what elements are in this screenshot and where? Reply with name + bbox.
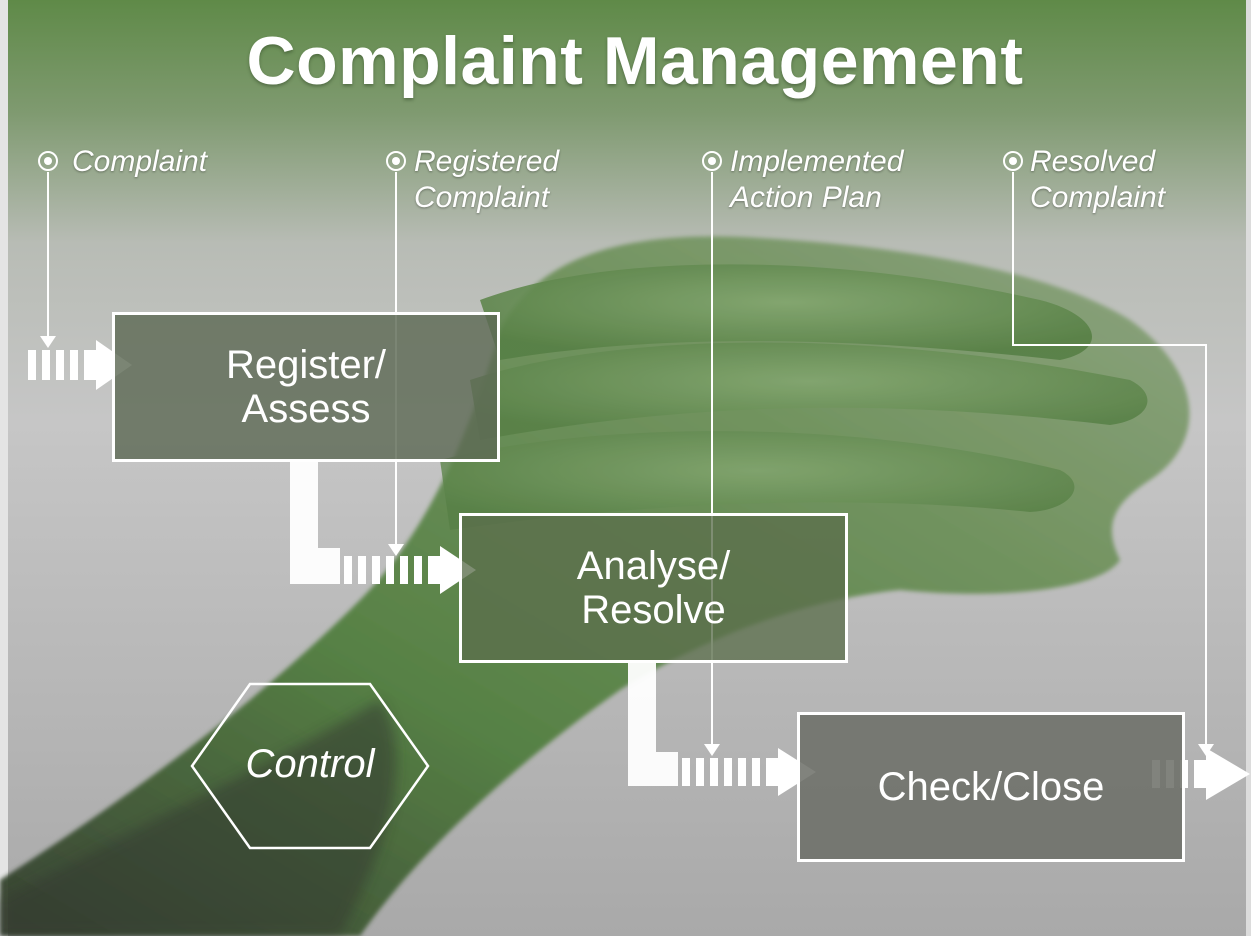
check-box-fill [799, 714, 1183, 860]
input-label-implemented-action-plan: Implemented Action Plan [730, 145, 904, 214]
resolved-complaint-connector-dot [1003, 151, 1023, 171]
step-check-close: Check/Close [797, 712, 1185, 862]
input-label-registered-complaint: Registered Complaint [414, 145, 560, 214]
control-hexagon [190, 682, 430, 850]
step-check-close-label: Check/Close [877, 765, 1105, 809]
implemented-action-plan-connector-dot [702, 151, 722, 171]
complaint-arrowhead [40, 336, 56, 348]
complaint-connector-dot [38, 151, 58, 171]
resolved-complaint-connector-line [1012, 172, 1207, 744]
registered-complaint-arrowhead [388, 544, 404, 556]
step-register-assess-label: Register/ Assess [225, 343, 387, 431]
implemented-action-plan-arrowhead [704, 744, 720, 756]
input-label-resolved-complaint: Resolved Complaint [1030, 145, 1166, 214]
flow-arrow-register-to-analyse [290, 462, 476, 594]
input-connectors [38, 151, 1207, 744]
analyse-box-fill [461, 515, 846, 661]
registered-complaint-connector-dot [386, 151, 406, 171]
step-analyse-resolve-label: Analyse/ Resolve [576, 544, 731, 632]
register-box-fill [114, 314, 498, 460]
input-label-complaint: Complaint [72, 145, 208, 178]
page-title: Complaint Management [246, 23, 1024, 99]
control-label: Control [245, 742, 375, 786]
step-analyse-resolve: Analyse/ Resolve [459, 513, 848, 663]
step-register-assess: Register/ Assess [112, 312, 500, 462]
